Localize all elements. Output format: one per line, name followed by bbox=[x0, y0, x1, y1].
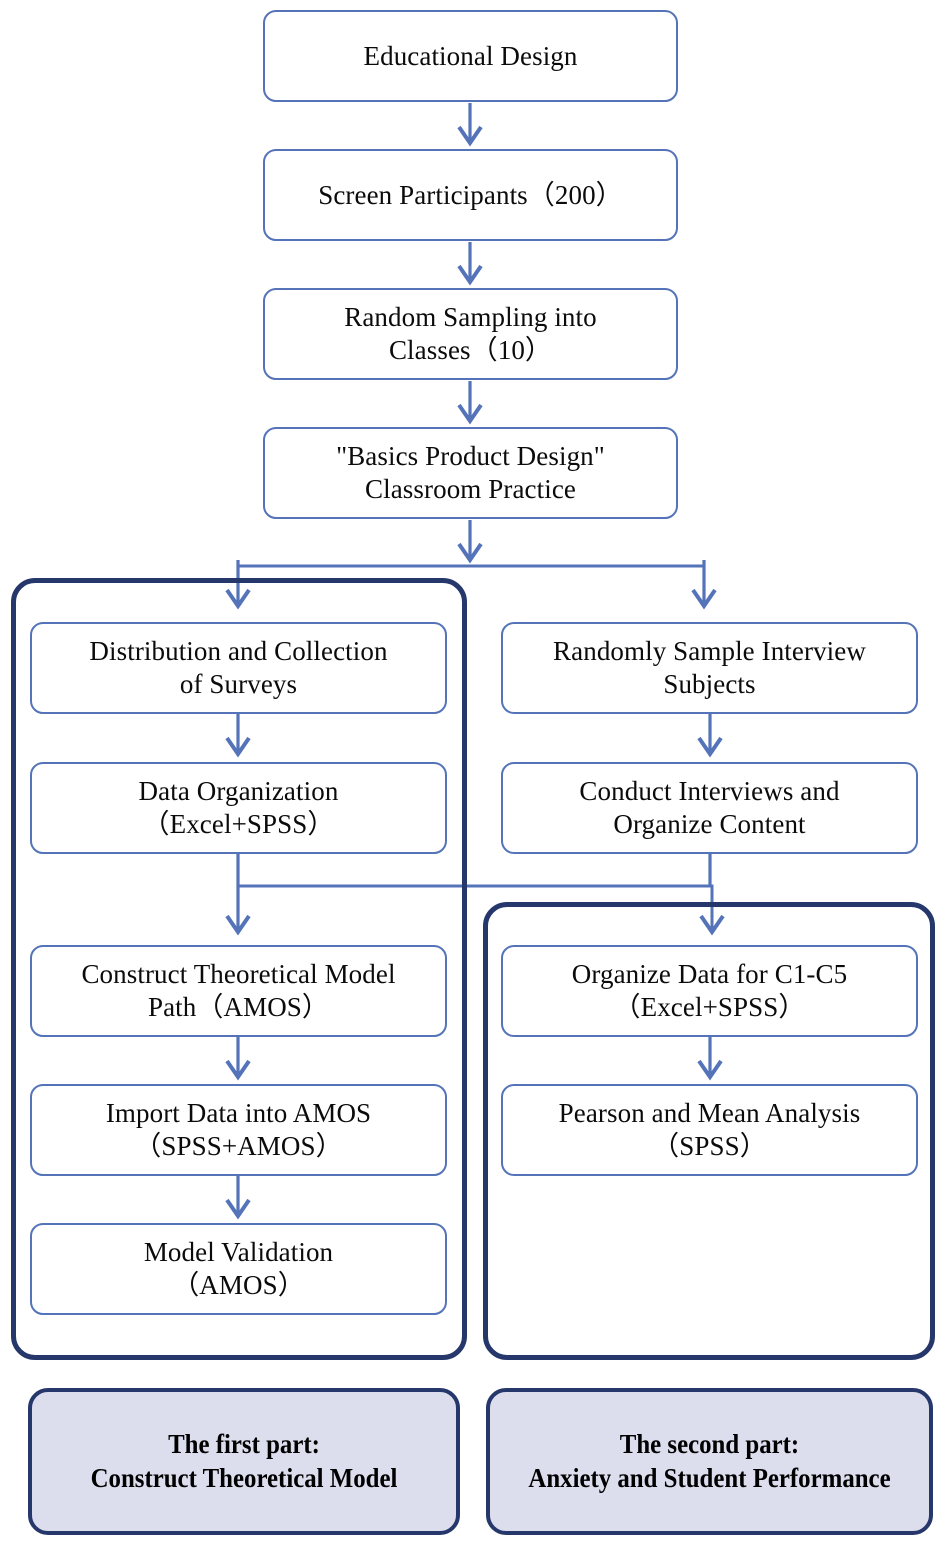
node-randomly-sample-interview[interactable]: Randomly Sample Interview Subjects bbox=[501, 622, 918, 714]
node-label: Screen Participants（200） bbox=[318, 179, 623, 210]
node-label-line1: Distribution and Collection bbox=[89, 636, 388, 667]
node-data-organization[interactable]: Data Organization （Excel+SPSS） bbox=[30, 762, 447, 854]
node-label: Model Validation （AMOS） bbox=[40, 1236, 437, 1302]
node-label: Construct Theoretical Model Path（AMOS） bbox=[40, 958, 437, 1024]
node-label: Data Organization （Excel+SPSS） bbox=[40, 775, 437, 841]
arrow-sampling-to-practice bbox=[457, 381, 483, 425]
arrow-practice-to-split bbox=[457, 520, 483, 564]
node-distribution-collection[interactable]: Distribution and Collection of Surveys bbox=[30, 622, 447, 714]
node-educational-design[interactable]: Educational Design bbox=[263, 10, 678, 102]
node-label-line1: Organize Data for C1-C5 bbox=[571, 959, 848, 990]
plate-label-line2: Anxiety and Student Performance bbox=[528, 1462, 891, 1493]
plate-label: The second part: Anxiety and Student Per… bbox=[508, 1428, 912, 1496]
node-label-line2: （AMOS） bbox=[172, 1270, 305, 1300]
node-label: Organize Data for C1-C5 （Excel+SPSS） bbox=[511, 958, 908, 1024]
plate-first-part[interactable]: The first part: Construct Theoretical Mo… bbox=[28, 1388, 460, 1535]
node-pearson-mean-analysis[interactable]: Pearson and Mean Analysis （SPSS） bbox=[501, 1084, 918, 1176]
node-label-line2: （SPSS+AMOS） bbox=[134, 1131, 343, 1161]
node-label-line2: Classroom Practice bbox=[365, 474, 576, 504]
node-import-data-amos[interactable]: Import Data into AMOS （SPSS+AMOS） bbox=[30, 1084, 447, 1176]
node-label-line2: （Excel+SPSS） bbox=[142, 809, 335, 839]
node-label: Pearson and Mean Analysis （SPSS） bbox=[511, 1097, 908, 1163]
node-random-sampling[interactable]: Random Sampling into Classes（10） bbox=[263, 288, 678, 380]
node-label-line2: of Surveys bbox=[179, 669, 298, 699]
node-label-line1: Import Data into AMOS bbox=[105, 1098, 372, 1129]
arrow-educational-to-screen bbox=[457, 103, 483, 147]
node-label: Distribution and Collection of Surveys bbox=[40, 635, 437, 701]
node-label-line2: Classes（10） bbox=[388, 335, 553, 365]
plate-label-line1: The first part: bbox=[168, 1428, 320, 1459]
plate-label-line1: The second part: bbox=[619, 1428, 800, 1459]
node-label-line2: Organize Content bbox=[613, 809, 806, 839]
node-label-line1: Random Sampling into bbox=[344, 302, 597, 333]
node-label: "Basics Product Design" Classroom Practi… bbox=[273, 440, 668, 506]
node-label-line2: （SPSS） bbox=[652, 1131, 767, 1161]
node-label-line1: "Basics Product Design" bbox=[336, 441, 605, 472]
node-label-line1: Pearson and Mean Analysis bbox=[558, 1098, 861, 1129]
node-label: Educational Design bbox=[363, 40, 578, 71]
node-label-line2: （Excel+SPSS） bbox=[613, 992, 806, 1022]
arrow-randomly-to-conduct bbox=[697, 714, 723, 758]
node-conduct-interviews[interactable]: Conduct Interviews and Organize Content bbox=[501, 762, 918, 854]
plate-label: The first part: Construct Theoretical Mo… bbox=[49, 1428, 439, 1496]
node-label-line2: Subjects bbox=[663, 669, 756, 699]
node-label-line1: Model Validation bbox=[143, 1237, 334, 1268]
node-classroom-practice[interactable]: "Basics Product Design" Classroom Practi… bbox=[263, 427, 678, 519]
node-label: Conduct Interviews and Organize Content bbox=[511, 775, 908, 841]
node-label-line1: Construct Theoretical Model bbox=[81, 959, 396, 990]
node-label-line1: Randomly Sample Interview bbox=[553, 636, 866, 667]
plate-second-part[interactable]: The second part: Anxiety and Student Per… bbox=[486, 1388, 933, 1535]
node-screen-participants[interactable]: Screen Participants（200） bbox=[263, 149, 678, 241]
plate-label-line2: Construct Theoretical Model bbox=[90, 1462, 398, 1493]
node-label-line1: Conduct Interviews and bbox=[579, 776, 840, 807]
node-model-validation[interactable]: Model Validation （AMOS） bbox=[30, 1223, 447, 1315]
node-label-line2: Path（AMOS） bbox=[147, 992, 330, 1022]
group-first-part-container bbox=[11, 578, 467, 1360]
arrow-screen-to-sampling bbox=[457, 242, 483, 286]
node-label: Random Sampling into Classes（10） bbox=[273, 301, 668, 367]
group-second-part-container bbox=[483, 902, 935, 1360]
node-construct-model-path[interactable]: Construct Theoretical Model Path（AMOS） bbox=[30, 945, 447, 1037]
node-label: Import Data into AMOS （SPSS+AMOS） bbox=[40, 1097, 437, 1163]
node-organize-data-c1c5[interactable]: Organize Data for C1-C5 （Excel+SPSS） bbox=[501, 945, 918, 1037]
node-label-line1: Data Organization bbox=[138, 776, 339, 807]
node-label: Randomly Sample Interview Subjects bbox=[511, 635, 908, 701]
